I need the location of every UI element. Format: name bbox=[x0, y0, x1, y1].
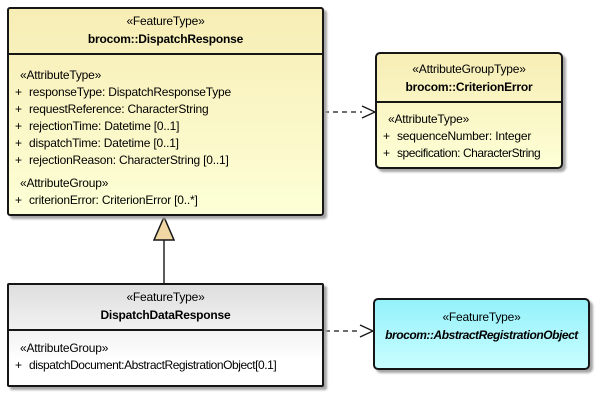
stereotype-label: «FeatureType» bbox=[126, 290, 205, 304]
open-arrowhead-icon bbox=[359, 324, 375, 338]
visibility-plus-icon: + bbox=[383, 146, 390, 160]
attribute-row: + dispatchDocument:AbstractRegistrationO… bbox=[9, 357, 322, 374]
open-arrowhead-icon bbox=[361, 105, 377, 119]
class-name: brocom::DispatchResponse bbox=[87, 32, 244, 46]
dependency-connector-criterion-error[interactable] bbox=[324, 105, 377, 119]
class-name: DispatchDataResponse bbox=[100, 308, 231, 322]
attribute-row: + criterionError: CriterionError [0..*] bbox=[9, 192, 322, 209]
visibility-plus-icon: + bbox=[383, 129, 390, 143]
class-body: «AttributeGroup» + dispatchDocument:Abst… bbox=[9, 340, 322, 374]
class-box-abstract-registration-object[interactable]: «FeatureType» brocom::AbstractRegistrati… bbox=[373, 298, 590, 370]
attribute-row: + responseType: DispatchResponseType bbox=[9, 84, 322, 101]
attribute-row: + requestReference: CharacterString bbox=[9, 101, 322, 118]
attribute-text: rejectionTime: Datetime [0..1] bbox=[29, 119, 180, 133]
class-header: «FeatureType» brocom::DispatchResponse bbox=[9, 9, 322, 55]
attribute-text: dispatchDocument:AbstractRegistrationObj… bbox=[29, 358, 277, 372]
section-label: «AttributeGroup» bbox=[20, 176, 109, 190]
attribute-text: responseType: DispatchResponseType bbox=[29, 85, 231, 99]
class-body: «AttributeType» + sequenceNumber: Intege… bbox=[377, 111, 561, 162]
class-name: brocom::CriterionError bbox=[405, 80, 533, 94]
class-box-criterion-error[interactable]: «AttributeGroupType» brocom::CriterionEr… bbox=[375, 52, 563, 169]
stereotype-label: «FeatureType» bbox=[126, 14, 205, 28]
visibility-plus-icon: + bbox=[15, 358, 22, 372]
attribute-text: specification: CharacterString bbox=[397, 146, 541, 160]
section-label: «AttributeType» bbox=[388, 112, 470, 126]
class-header: «FeatureType» brocom::AbstractRegistrati… bbox=[375, 309, 588, 344]
class-name: brocom::AbstractRegistrationObject bbox=[385, 328, 578, 342]
class-body: «AttributeType» + responseType: Dispatch… bbox=[9, 67, 322, 209]
dependency-connector-abstract-registration-object[interactable] bbox=[325, 324, 375, 338]
stereotype-label: «AttributeGroupType» bbox=[412, 62, 526, 76]
generalization-triangle-icon bbox=[152, 215, 176, 241]
visibility-plus-icon: + bbox=[15, 193, 22, 207]
attribute-text: sequenceNumber: Integer bbox=[397, 129, 532, 143]
class-box-dispatch-response[interactable]: «FeatureType» brocom::DispatchResponse «… bbox=[7, 7, 324, 216]
class-header: «FeatureType» DispatchDataResponse bbox=[9, 285, 322, 331]
attribute-row: + sequenceNumber: Integer bbox=[377, 128, 561, 145]
section-label: «AttributeType» bbox=[20, 68, 102, 82]
attribute-text: rejectionReason: CharacterString [0..1] bbox=[29, 153, 229, 167]
attribute-row: + rejectionReason: CharacterString [0..1… bbox=[9, 152, 322, 169]
attribute-text: dispatchTime: Datetime [0..1] bbox=[29, 136, 179, 150]
attribute-row: + rejectionTime: Datetime [0..1] bbox=[9, 118, 322, 135]
attribute-text: criterionError: CriterionError [0..*] bbox=[29, 193, 198, 207]
visibility-plus-icon: + bbox=[15, 136, 22, 150]
attribute-row: + dispatchTime: Datetime [0..1] bbox=[9, 135, 322, 152]
stereotype-label: «FeatureType» bbox=[442, 310, 521, 324]
class-box-dispatch-data-response[interactable]: «FeatureType» DispatchDataResponse «Attr… bbox=[7, 283, 324, 387]
visibility-plus-icon: + bbox=[15, 153, 22, 167]
section-label: «AttributeGroup» bbox=[20, 341, 109, 355]
class-header: «AttributeGroupType» brocom::CriterionEr… bbox=[377, 54, 561, 103]
visibility-plus-icon: + bbox=[15, 102, 22, 116]
visibility-plus-icon: + bbox=[15, 85, 22, 99]
attribute-text: requestReference: CharacterString bbox=[29, 102, 209, 116]
visibility-plus-icon: + bbox=[15, 119, 22, 133]
generalization-connector[interactable] bbox=[152, 215, 176, 290]
attribute-row: + specification: CharacterString bbox=[377, 145, 561, 162]
